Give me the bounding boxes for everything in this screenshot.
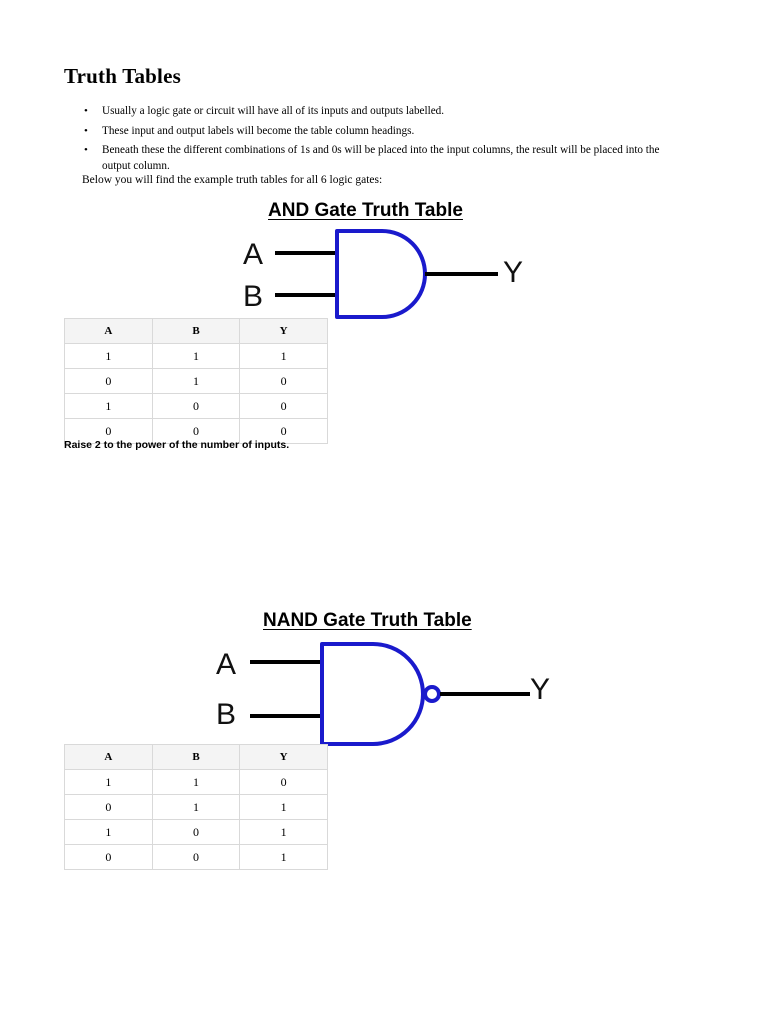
nand-gate-section-title: NAND Gate Truth Table [263, 610, 472, 631]
cell-b: 1 [151, 343, 241, 369]
intro-bullet-list: • Usually a logic gate or circuit will h… [82, 104, 682, 178]
and-gate-input-b-label: B [243, 280, 264, 313]
cell-y: 0 [239, 769, 328, 795]
nand-gate-output-y-label: Y [530, 673, 551, 706]
table-row: 0 1 0 [64, 368, 328, 394]
and-gate-section-title: AND Gate Truth Table [268, 200, 463, 221]
bullet-icon: • [84, 144, 88, 156]
table-row: 1 1 0 [64, 769, 328, 795]
table-row: 0 0 1 [64, 844, 328, 870]
cell-a: 1 [64, 343, 153, 369]
cell-y: 0 [239, 393, 328, 419]
list-item: • These input and output labels will bec… [82, 124, 682, 140]
table-header-row: A B Y [64, 744, 328, 770]
cell-a: 1 [64, 769, 153, 795]
nand-gate-input-b-label: B [216, 698, 237, 731]
cell-a: 0 [64, 418, 153, 444]
table-row: 0 0 0 [64, 418, 328, 444]
cell-y: 1 [239, 844, 328, 870]
cell-a: 0 [64, 844, 153, 870]
table-header-row: A B Y [64, 318, 328, 344]
cell-y: 0 [239, 418, 328, 444]
cell-a: 0 [64, 368, 153, 394]
table-row: 0 1 1 [64, 794, 328, 820]
and-gate-output-y-label: Y [503, 256, 524, 289]
list-item-text: Beneath these the different combinations… [102, 144, 660, 172]
cell-b: 1 [151, 794, 241, 820]
table-row: 1 0 0 [64, 393, 328, 419]
cell-b: 0 [151, 844, 241, 870]
cell-y: 1 [239, 343, 328, 369]
cell-a: 1 [64, 819, 153, 845]
list-item-text: Usually a logic gate or circuit will hav… [102, 105, 445, 117]
nand-gate-input-a-label: A [216, 648, 237, 681]
column-header-a: A [64, 744, 153, 770]
nand-gate-truth-table: A B Y 1 1 0 0 1 1 1 0 1 0 0 [64, 744, 328, 870]
and-gate-input-a-label: A [243, 238, 264, 271]
column-header-b: B [151, 744, 241, 770]
cell-b: 1 [151, 368, 241, 394]
cell-b: 0 [151, 393, 241, 419]
page-title: Truth Tables [64, 64, 181, 88]
truth-table-note: Raise 2 to the power of the number of in… [64, 439, 290, 451]
cell-y: 1 [239, 794, 328, 820]
table-row: 1 0 1 [64, 819, 328, 845]
cell-b: 0 [151, 418, 241, 444]
column-header-a: A [64, 318, 153, 344]
bullet-icon: • [84, 124, 88, 137]
list-item-text: These input and output labels will becom… [102, 124, 415, 137]
table-row: 1 1 1 [64, 343, 328, 369]
cell-y: 0 [239, 368, 328, 394]
nand-gate-diagram [250, 642, 530, 746]
column-header-b: B [151, 318, 241, 344]
nand-gate-inversion-bubble [423, 685, 441, 703]
intro-line: Below you will find the example truth ta… [82, 174, 383, 186]
cell-a: 0 [64, 794, 153, 820]
cell-a: 1 [64, 393, 153, 419]
cell-y: 1 [239, 819, 328, 845]
cell-b: 0 [151, 819, 241, 845]
and-gate-truth-table: A B Y 1 1 1 0 1 0 1 0 0 0 0 [64, 318, 328, 444]
column-header-y: Y [239, 318, 328, 344]
list-item: • Beneath these the different combinatio… [82, 143, 682, 174]
and-gate-diagram [275, 229, 498, 319]
column-header-y: Y [239, 744, 328, 770]
list-item: • Usually a logic gate or circuit will h… [82, 104, 682, 120]
nand-gate-body [320, 642, 425, 746]
and-gate-body [335, 229, 427, 319]
bullet-icon: • [84, 105, 88, 117]
cell-b: 1 [151, 769, 241, 795]
